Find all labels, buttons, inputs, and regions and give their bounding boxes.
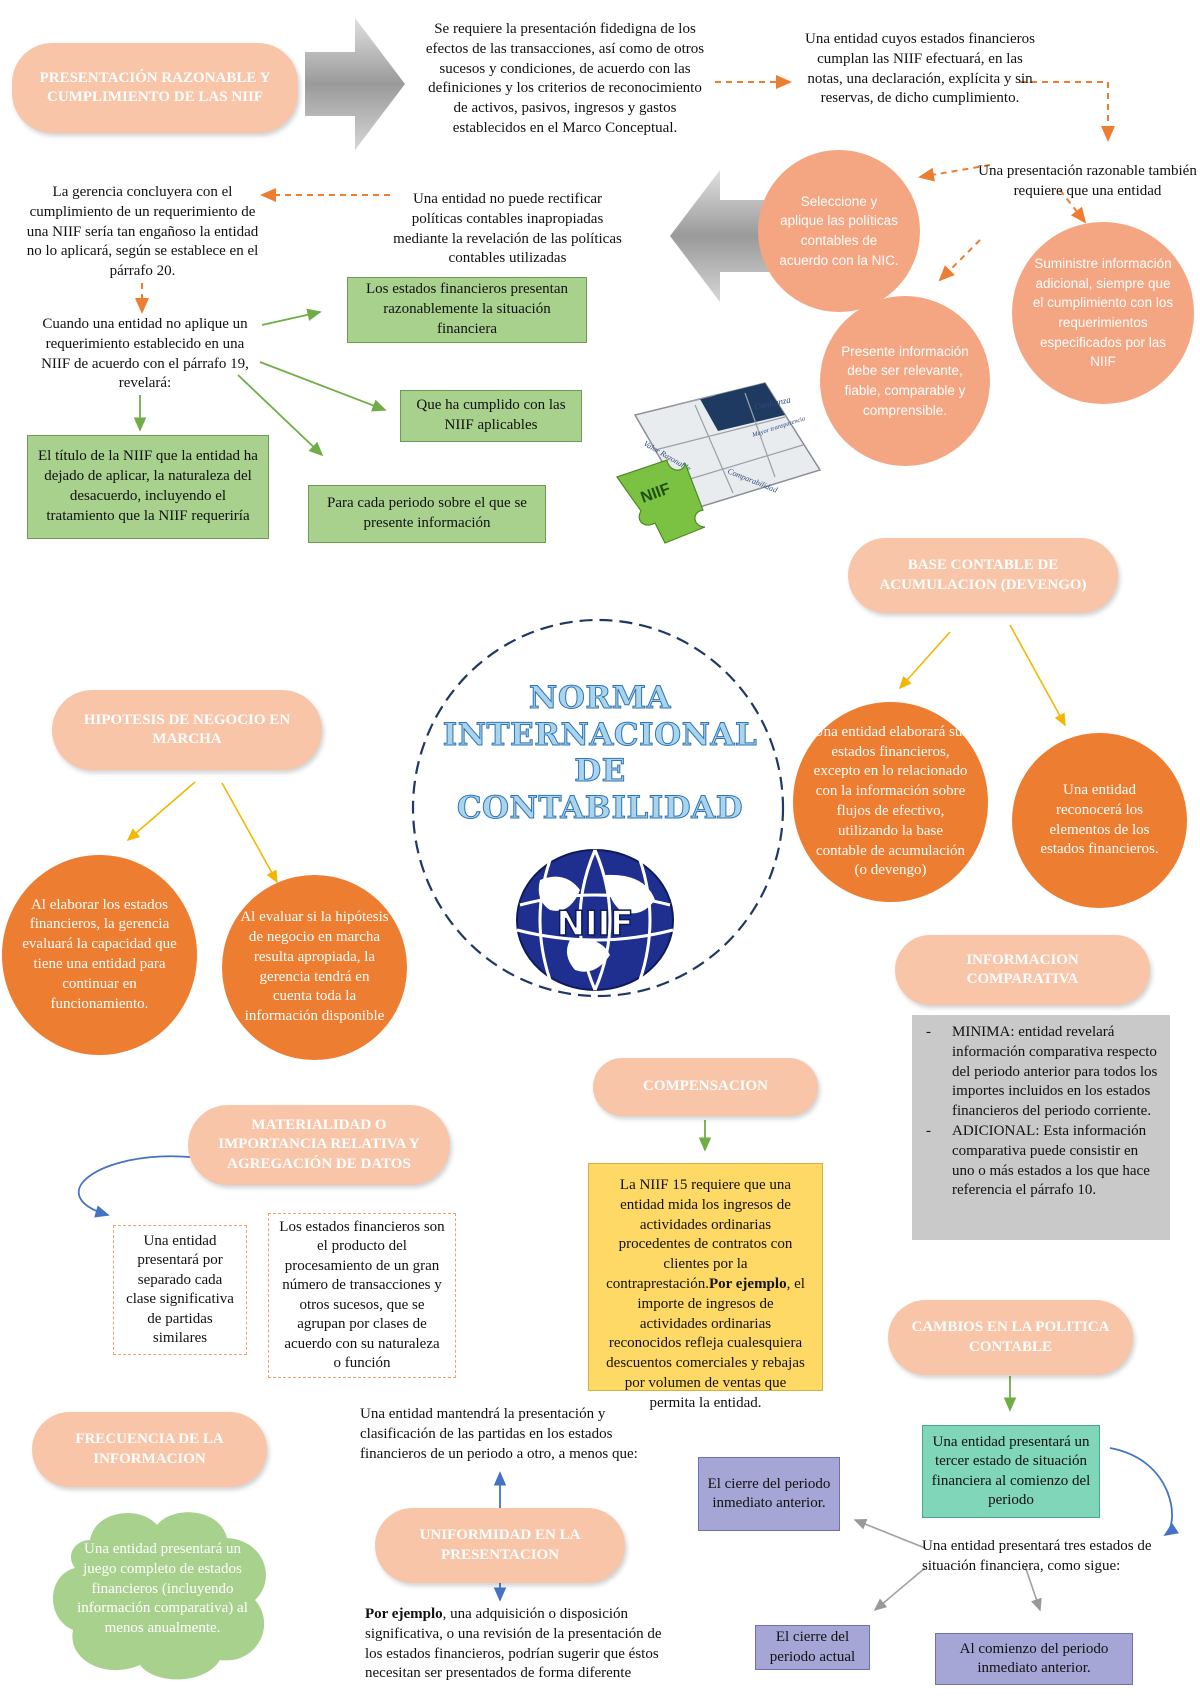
big-arrow-right (305, 18, 405, 150)
niif-globe-logo: NIIF (516, 849, 674, 991)
comparativa-item-minima: -MINIMA: entidad revelará información co… (926, 1024, 1158, 1120)
circle-suministre-informacion: Suministre información adicional, siempr… (1012, 222, 1194, 404)
box-materialidad-1: Una entidad presentará por separado cada… (113, 1225, 247, 1355)
text-gerencia-concluyera: La gerencia concluyera con el cumplimien… (26, 184, 259, 280)
title-compensacion: COMPENSACION (593, 1058, 818, 1116)
title-line-1: NORMA (529, 680, 671, 717)
text-tres-estados: Una entidad presentará tres estados de s… (922, 1538, 1152, 1574)
box-situacion-financiera: Los estados financieros presentan razona… (347, 277, 587, 343)
box-materialidad-2: Los estados financieros son el producto … (268, 1213, 456, 1378)
text-cuando-no-aplique: Cuando una entidad no aplique un requeri… (41, 316, 249, 392)
box-tercer-estado: Una entidad presentará un tercer estado … (922, 1425, 1100, 1518)
circle-devengo-1: Una entidad elaborará sus estados financ… (793, 702, 988, 902)
cloud-shape (52, 1512, 266, 1680)
circle-seleccione-politicas: Seleccione y aplique las políticas conta… (758, 150, 920, 312)
title-uniformidad: UNIFORMIDAD EN LA PRESENTACION (375, 1508, 625, 1583)
title-materialidad: MATERIALIDAD O IMPORTANCIA RELATIVA Y AG… (188, 1105, 450, 1185)
text-no-puede-rectificar: Una entidad no puede rectificar política… (393, 191, 622, 267)
main-title: NORMA INTERNACIONAL DE CONTABILIDAD (440, 680, 760, 827)
box-comparativa: -MINIMA: entidad revelará información co… (912, 1015, 1170, 1240)
circle-hipotesis-1: Al elaborar los estados financieros, la … (2, 855, 197, 1055)
globe-logo-text: NIIF (557, 904, 634, 944)
title-line-4: CONTABILIDAD (456, 789, 744, 826)
box-cada-periodo: Para cada periodo sobre el que se presen… (308, 485, 546, 543)
circle-hipotesis-2: Al evaluar si la hipótesis de negocio en… (222, 875, 407, 1060)
puzzle-illustration: Confianza Valor Razonable Mayor transpar… (616, 382, 822, 544)
comparativa-item-adicional: -ADICIONAL: Esta información comparativa… (926, 1122, 1150, 1199)
box-compensacion: La NIIF 15 requiere que una entidad mida… (588, 1163, 823, 1411)
title-presentacion-razonable: PRESENTACIÓN RAZONABLE Y CUMPLIMIENTO DE… (12, 43, 298, 133)
title-line-2: INTERNACIONAL (442, 716, 758, 753)
circle-devengo-2: Una entidad reconocerá los elementos de … (1012, 733, 1187, 908)
box-cierre-inmediato-anterior: El cierre del periodo inmediato anterior… (698, 1457, 840, 1531)
title-line-3: DE (574, 753, 626, 790)
title-hipotesis: HIPOTESIS DE NEGOCIO EN MARCHA (52, 690, 322, 770)
box-comienzo-inmediato-anterior: Al comienzo del periodo inmediato anteri… (935, 1633, 1133, 1685)
title-frecuencia: FRECUENCIA DE LA INFORMACION (32, 1412, 267, 1487)
text-presentacion-requiere: Una presentación razonable también requi… (978, 163, 1197, 199)
text-declaracion-cumplimiento: Una entidad cuyos estados financieros cu… (805, 31, 1035, 107)
text-presentacion-fidedigna: Se requiere la presentación fidedigna de… (425, 21, 705, 136)
circle-presente-informacion: Presente información debe ser relevante,… (820, 296, 990, 466)
title-informacion-comparativa: INFORMACION COMPARATIVA (895, 935, 1150, 1005)
text-uniformidad-bottom: Por ejemplo, una adquisición o disposici… (365, 1606, 662, 1682)
title-devengo: BASE CONTABLE DE ACUMULACION (DEVENGO) (848, 538, 1118, 613)
text-uniformidad-top: Una entidad mantendrá la presentación y … (360, 1406, 638, 1462)
title-dashed-circle (411, 618, 785, 998)
title-cambios-politica: CAMBIOS EN LA POLITICA CONTABLE (888, 1300, 1133, 1375)
text-frecuencia-cloud: Una entidad presentará un juego completo… (77, 1541, 248, 1637)
big-arrow-left (670, 170, 770, 302)
box-cumplido-niif: Que ha cumplido con las NIIF aplicables (400, 390, 582, 442)
box-titulo-niif: El título de la NIIF que la entidad ha d… (27, 435, 269, 539)
box-cierre-periodo-actual: El cierre del periodo actual (755, 1625, 870, 1670)
